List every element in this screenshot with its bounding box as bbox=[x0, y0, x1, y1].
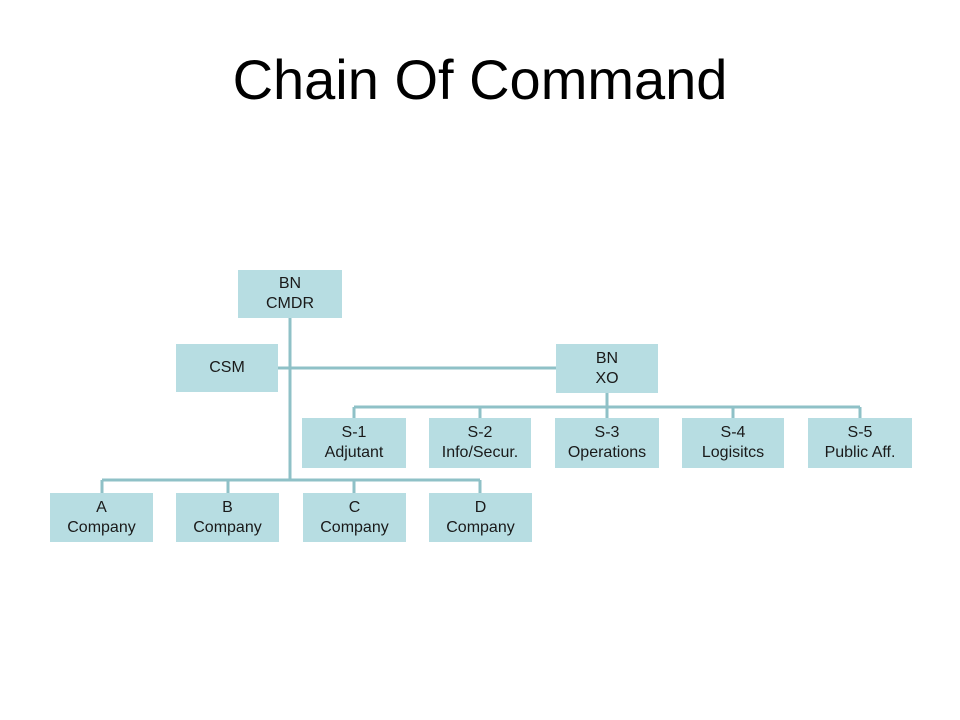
node-s2-line1: S-2 bbox=[467, 424, 493, 441]
node-c-company-line1: C bbox=[348, 498, 361, 516]
node-s3-line2: Operations bbox=[567, 444, 647, 461]
slide-title: Chain Of Command bbox=[232, 48, 728, 111]
node-s2-line2: Info/Secur. bbox=[441, 444, 519, 461]
node-s4-line2: Logisitcs bbox=[701, 444, 765, 461]
node-a-company-line2: Company bbox=[67, 518, 136, 536]
node-bn-cmdr-line2: CMDR bbox=[266, 295, 314, 312]
node-s5-line2: Public Aff. bbox=[824, 444, 896, 461]
node-c-company: C Company bbox=[303, 493, 406, 542]
node-csm-line1: CSM bbox=[209, 359, 245, 376]
node-s3-line1: S-3 bbox=[594, 424, 620, 441]
node-d-company-line1: D bbox=[474, 498, 487, 516]
node-a-company-line1: A bbox=[96, 498, 107, 516]
node-s1-line1: S-1 bbox=[341, 424, 367, 441]
node-bn-xo-line2: XO bbox=[595, 369, 619, 387]
node-s4-line1: S-4 bbox=[720, 424, 746, 441]
node-bn-cmdr-line1: BN bbox=[278, 275, 302, 292]
node-bn-xo-line1: BN bbox=[595, 349, 619, 367]
node-b-company: B Company bbox=[176, 493, 279, 542]
node-s5-line1: S-5 bbox=[847, 424, 873, 441]
node-b-company-line1: B bbox=[222, 498, 233, 516]
node-s1-line2: Adjutant bbox=[324, 444, 384, 461]
node-s5: S-5 Public Aff. bbox=[808, 418, 912, 468]
node-a-company: A Company bbox=[50, 493, 153, 542]
node-b-company-line2: Company bbox=[193, 518, 262, 536]
node-bn-xo: BN XO bbox=[556, 344, 658, 393]
node-s1: S-1 Adjutant bbox=[302, 418, 406, 468]
node-d-company-line2: Company bbox=[446, 518, 515, 536]
node-csm: CSM bbox=[176, 344, 278, 392]
node-s2: S-2 Info/Secur. bbox=[429, 418, 531, 468]
node-d-company: D Company bbox=[429, 493, 532, 542]
node-s4: S-4 Logisitcs bbox=[682, 418, 784, 468]
node-bn-cmdr: BN CMDR bbox=[238, 270, 342, 318]
node-c-company-line2: Company bbox=[320, 518, 389, 536]
node-s3: S-3 Operations bbox=[555, 418, 659, 468]
